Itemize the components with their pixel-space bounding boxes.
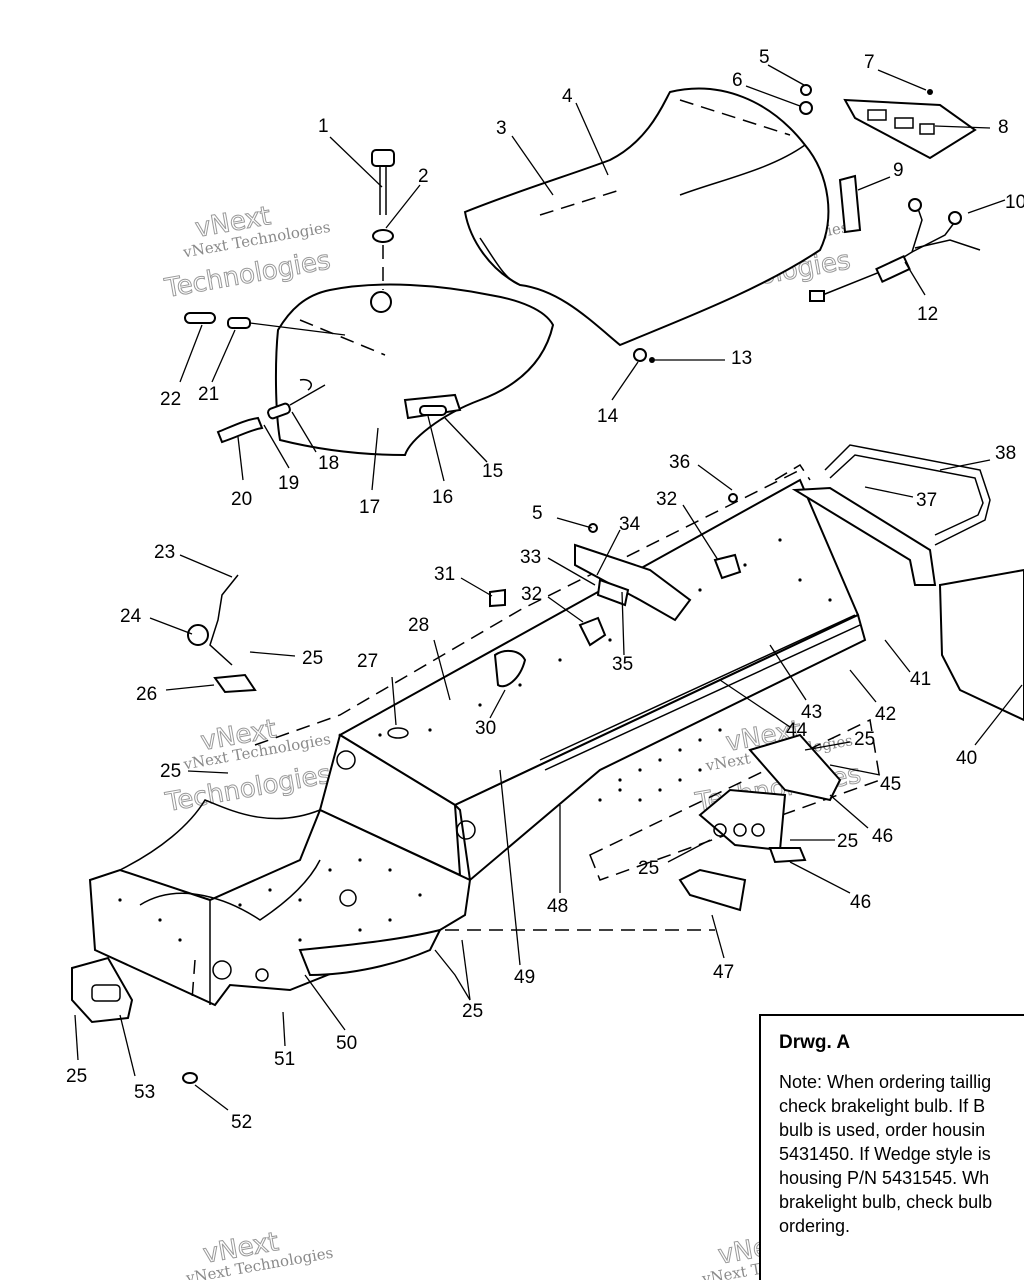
callout-18: 18 (318, 453, 339, 474)
callout-44: 44 (786, 720, 808, 741)
callout-6: 6 (732, 70, 743, 91)
watermark-top-left: vNext vNext Technologies Technologies (161, 201, 333, 305)
callout-32-left: 32 (521, 584, 542, 605)
rear-suspension-brackets (678, 733, 842, 912)
callout-28: 28 (408, 615, 429, 636)
callout-4: 4 (562, 86, 573, 107)
callout-20: 20 (231, 489, 252, 510)
watermark-bottom-left: vNext vNext Technologies (184, 1227, 335, 1280)
misc-front-parts (71, 574, 442, 1084)
callout-47: 47 (713, 962, 734, 983)
callout-46-bottom: 46 (850, 892, 871, 913)
callout-25-d: 25 (837, 831, 858, 852)
fuel-lines (184, 312, 447, 444)
note-line: Note: When ordering taillig (779, 1072, 992, 1092)
callout-21: 21 (198, 384, 219, 405)
callout-34: 34 (619, 514, 641, 535)
callout-41: 41 (910, 669, 931, 690)
callout-22: 22 (160, 389, 181, 410)
callout-17: 17 (359, 497, 380, 518)
callout-31: 31 (434, 564, 455, 585)
callout-25-g: 25 (66, 1066, 87, 1087)
note-line: housing P/N 5431545. Wh (779, 1168, 990, 1188)
callout-10: 10 (1005, 192, 1024, 213)
front-bulkhead (88, 799, 715, 1007)
callout-25-f: 25 (462, 1001, 483, 1022)
callout-36: 36 (669, 452, 690, 473)
callout-19: 19 (278, 473, 299, 494)
callout-23: 23 (154, 542, 175, 563)
callout-9: 9 (893, 160, 904, 181)
callout-45: 45 (880, 774, 901, 795)
callout-8: 8 (998, 117, 1009, 138)
callout-43: 43 (801, 702, 822, 723)
callout-40: 40 (956, 748, 977, 769)
callout-25-a: 25 (302, 648, 323, 669)
seat-assembly (463, 87, 830, 347)
callout-32-right: 32 (656, 489, 677, 510)
callout-49: 49 (514, 967, 535, 988)
callout-16: 16 (432, 487, 453, 508)
callout-53: 53 (134, 1082, 155, 1103)
note-line: 5431450. If Wedge style is (779, 1144, 991, 1164)
drawing-a-note-box: Drwg. A Note: When ordering taillig chec… (759, 1014, 1024, 1280)
callout-5-mid: 5 (532, 503, 543, 524)
callout-1: 1 (318, 116, 329, 137)
callout-26: 26 (136, 684, 157, 705)
note-line: bulb is used, order housin (779, 1120, 986, 1140)
watermark-middle-left: vNext vNext Technologies Technologies (162, 714, 334, 819)
callout-25-b: 25 (160, 761, 181, 782)
callout-46-top: 46 (872, 826, 893, 847)
callout-13: 13 (731, 348, 752, 369)
note-line: ordering. (779, 1216, 851, 1236)
frame-tunnel (254, 463, 881, 882)
callout-2: 2 (418, 166, 429, 187)
callout-24: 24 (120, 606, 142, 627)
callout-50: 50 (336, 1033, 357, 1054)
note-line: brakelight bulb, check bulb (779, 1192, 993, 1212)
callout-51: 51 (274, 1049, 295, 1070)
callout-52: 52 (231, 1112, 252, 1133)
callout-3: 3 (496, 118, 507, 139)
leader-lines (74, 64, 1023, 1111)
callout-42: 42 (875, 704, 896, 725)
callout-5-top: 5 (759, 47, 770, 68)
note-line: check brakelight bulb. If B (779, 1096, 986, 1116)
callout-7: 7 (864, 52, 875, 73)
callout-38: 38 (995, 443, 1016, 464)
callout-27: 27 (357, 651, 378, 672)
callout-35: 35 (612, 654, 633, 675)
wiring-harness (809, 198, 981, 302)
seat-fasteners (633, 84, 933, 363)
callout-25-c: 25 (854, 729, 875, 750)
callout-12: 12 (917, 304, 938, 325)
taillight-bracket (838, 98, 977, 234)
callout-33: 33 (520, 547, 541, 568)
callout-labels: 1 2 3 4 5 6 7 8 9 10 12 13 14 15 16 17 1… (66, 47, 1024, 1133)
callout-15: 15 (482, 461, 503, 482)
rear-bumper (791, 444, 1024, 722)
callout-37: 37 (916, 490, 937, 511)
callout-25-e: 25 (638, 858, 659, 879)
callout-30: 30 (475, 718, 496, 739)
frame-dots (378, 538, 832, 802)
tunnel-top-brackets (489, 493, 742, 688)
callout-48: 48 (547, 896, 568, 917)
note-title: Drwg. A (779, 1032, 851, 1053)
callout-14: 14 (597, 406, 619, 427)
